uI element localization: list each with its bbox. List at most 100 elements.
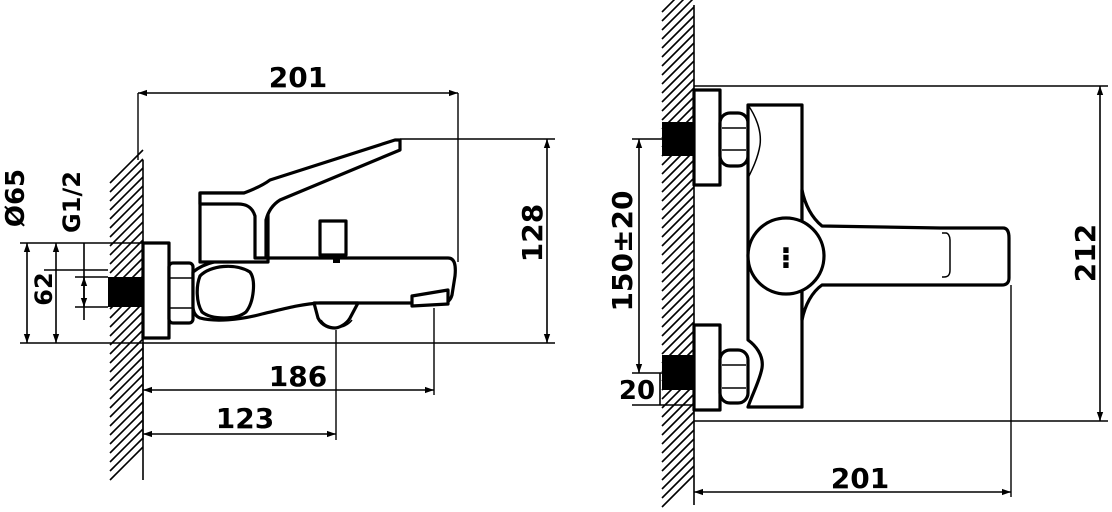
front-view: ⁝ 150±20 20 212 201 [606,0,1108,508]
dim-outlet-offset: 123 [216,402,274,435]
front-wall-hatch [661,0,695,508]
dim-spout-reach: 186 [269,360,327,393]
dim-front-width: 201 [831,462,889,495]
hatch-line [661,6,695,40]
lower-threaded-inlet [662,355,694,390]
side-wall-hatch [109,149,144,481]
diverter-stem [333,255,340,263]
lever-handle [198,138,402,260]
hatch-line [109,401,144,436]
hatch-line [661,285,695,319]
hatch-line [661,456,695,490]
hatch-line [661,87,695,121]
hatch-line [109,248,144,283]
hatch-line [661,438,695,472]
hatch-line [109,158,144,193]
hatch-line [661,321,695,355]
hatch-line [109,167,144,202]
hatch-line [661,303,695,337]
hatch-line [109,365,144,400]
hatch-line [109,383,144,418]
upper-flange [692,88,722,187]
front-lever-handle [800,188,1011,322]
hatch-line [661,474,695,508]
hatch-line [661,159,695,193]
hatch-line [109,437,144,472]
hatch-line [661,15,695,49]
hatch-line [661,276,695,310]
hatch-line [109,428,144,463]
hatch-line [109,338,144,373]
upper-hex-nut [718,111,750,168]
hatch-line [661,24,695,58]
hatch-line [661,231,695,265]
hatch-line [661,51,695,85]
hatch-line [109,410,144,445]
dim-height: 128 [516,204,549,262]
hatch-line [661,60,695,94]
hatch-line [661,312,695,346]
dim-mount-height: 62 [30,272,58,305]
hatch-line [109,203,144,238]
dim-inlet-spacing: 150±20 [606,191,639,312]
hub-indicator-icon: ⁝ [780,241,791,276]
hatch-line [661,402,695,436]
dim-total-width: 201 [269,61,327,94]
hatch-line [661,429,695,463]
hatch-line [109,419,144,454]
hatch-line [109,374,144,409]
hatch-line [661,249,695,283]
hatch-line [109,212,144,247]
hatch-line [109,356,144,391]
aerator-outlet [312,301,360,330]
hatch-line [661,78,695,112]
hatch-line [661,267,695,301]
spout-tip [410,288,450,308]
hatch-line [661,465,695,499]
lower-flange [692,323,722,412]
hatch-line [661,0,694,31]
wall-flange [141,241,171,340]
hatch-line [661,447,695,481]
hatch-line [661,393,695,427]
hatch-line [661,258,695,292]
hatch-line [661,177,695,211]
hatch-line [661,69,695,103]
hatch-line [109,302,144,337]
hatch-line [661,0,676,13]
side-view: 201 128 186 123 Ø65 G1/2 62 [1,61,555,481]
dim-thread: G1/2 [58,171,86,233]
hatch-line [109,185,144,220]
hatch-line [661,150,695,184]
dim-inlet-offset: 20 [619,376,655,406]
hatch-line [109,221,144,256]
hatch-line [661,213,695,247]
hatch-line [661,240,695,274]
hatch-line [661,204,695,238]
hatch-line [109,329,144,364]
hatch-line [661,42,695,76]
hex-nut [167,261,195,325]
hatch-line [661,294,695,328]
hatch-line [661,195,695,229]
hatch-line [661,186,695,220]
hatch-line [109,230,144,265]
dim-total-height: 212 [1069,224,1102,282]
upper-threaded-inlet [662,122,694,156]
hatch-line [109,347,144,382]
hatch-line [661,33,695,67]
hatch-line [109,320,144,355]
hatch-line [661,222,695,256]
dim-flange-diameter: Ø65 [1,169,31,227]
hatch-line [661,384,695,418]
hatch-line [109,194,144,229]
hatch-line [661,168,695,202]
hatch-line [109,392,144,427]
hatch-line [109,446,144,481]
spout-knuckle [195,264,256,320]
hatch-line [109,239,144,274]
diverter-knob [318,219,348,257]
hatch-line [661,0,685,22]
lower-hex-nut [718,348,750,405]
